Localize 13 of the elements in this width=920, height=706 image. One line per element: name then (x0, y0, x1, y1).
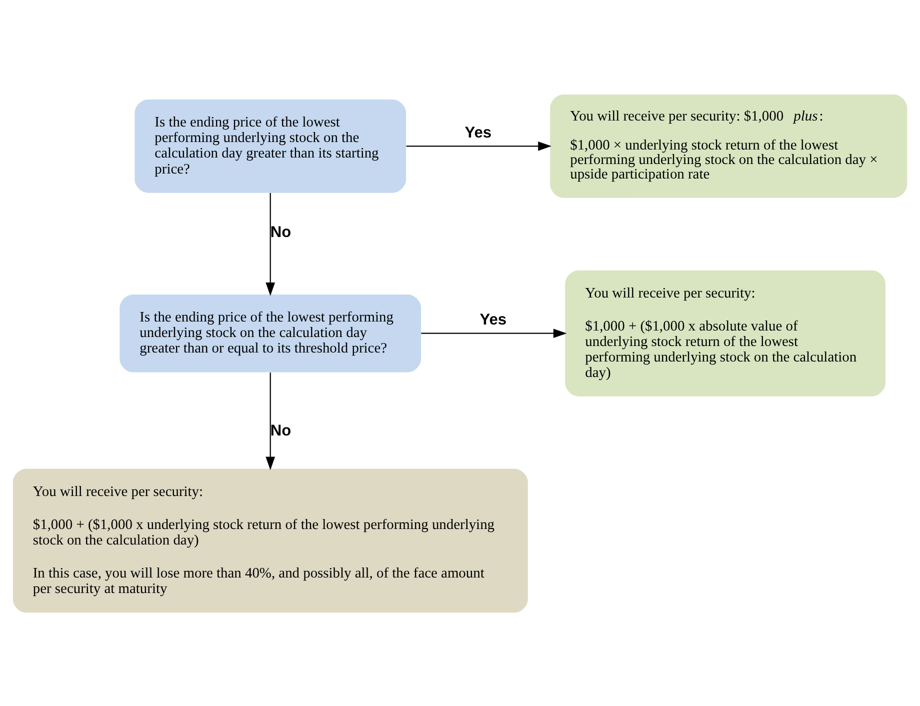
edge-label: Yes (464, 124, 492, 141)
edge-label: No (270, 224, 292, 241)
edge-label: Yes (480, 311, 507, 328)
node-box: You will receive per security: $1,000 + ($1,000 x absolute value of underlying stock return of the lowest performing underlying stock on the calculation day) (565, 270, 886, 396)
node-box: Is the ending price of the lowest performing underlying stock on the calculation day greater than or equal to its threshold price? (120, 294, 422, 372)
arrow (406, 141, 552, 150)
edge-label: No (270, 422, 292, 440)
node-box: You will receive per security: $1,000 + ($1,000 x underlying stock return of the lowest performing underlying stock on the calculation day) In this case, you will lose more than 40%, and possibly all, of the face amount per security at maturity (12, 468, 528, 612)
node-box: Is the ending price of the lowest performing underlying stock on the calculation day greater than its starting price? (134, 98, 406, 192)
arrow (266, 192, 276, 296)
node-box: You will receive per security: $1,000 plus: $1,000 × underlying stock return of the lowest performing underlying stock on the calculation day × upside participation rate (550, 94, 908, 198)
arrow (266, 372, 276, 470)
arrow (421, 328, 567, 338)
